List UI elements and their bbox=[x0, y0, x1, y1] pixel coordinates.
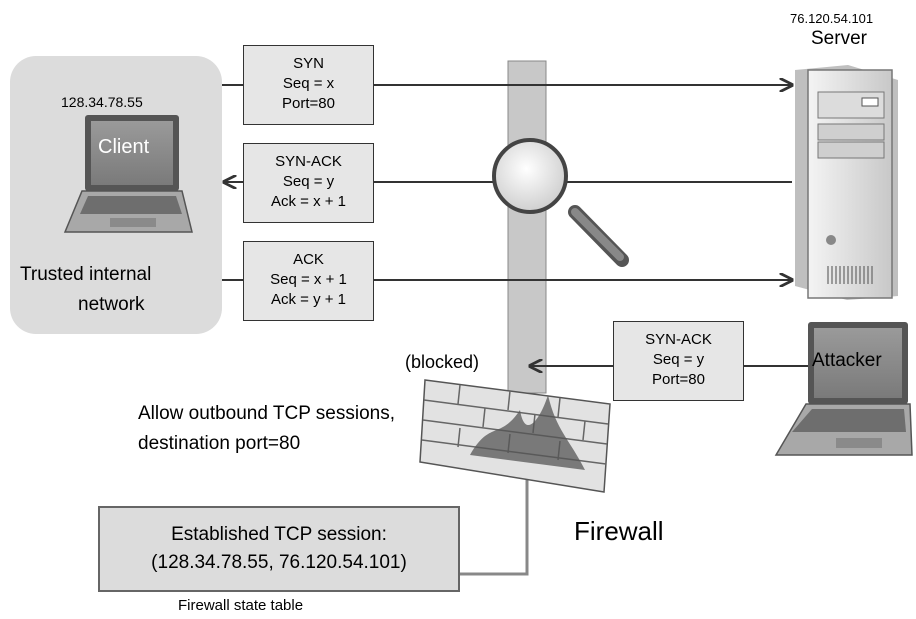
attack-line-1: SYN-ACK bbox=[645, 331, 712, 348]
state-table-line-2: (128.34.78.55, 76.120.54.101) bbox=[151, 552, 407, 573]
state-table-line-1: Established TCP session: bbox=[171, 524, 387, 545]
syn-line-2: Seq = x bbox=[282, 75, 335, 92]
synack-line-3: Ack = x + 1 bbox=[270, 193, 347, 210]
syn-packet-box: SYN Seq = x Port=80 bbox=[243, 45, 374, 125]
blocked-label: (blocked) bbox=[405, 352, 480, 372]
server-label: Server bbox=[811, 28, 867, 49]
synack-packet-box: SYN-ACK Seq = y Ack = x + 1 bbox=[243, 143, 374, 223]
syn-line-3: Port=80 bbox=[282, 95, 335, 112]
ack-line-2: Seq = x + 1 bbox=[270, 271, 347, 288]
state-table-caption: Firewall state table bbox=[178, 597, 304, 614]
synack-line-2: Seq = y bbox=[282, 173, 335, 190]
server-ip: 76.120.54.101 bbox=[790, 11, 874, 26]
client-label: Client bbox=[98, 136, 150, 158]
rule-line-2: destination port=80 bbox=[138, 433, 301, 454]
firewall-pipe bbox=[507, 60, 547, 394]
ack-line-1: ACK bbox=[293, 251, 324, 268]
attack-packet-box: SYN-ACK Seq = y Port=80 bbox=[613, 321, 744, 401]
rule-line-1: Allow outbound TCP sessions, bbox=[138, 403, 396, 424]
server-tower-icon bbox=[795, 65, 898, 300]
client-laptop-icon bbox=[63, 115, 193, 233]
network-label-2: network bbox=[78, 294, 145, 315]
magnifier-icon bbox=[492, 138, 629, 267]
ack-line-3: Ack = y + 1 bbox=[270, 291, 347, 308]
client-ip: 128.34.78.55 bbox=[61, 94, 143, 110]
attacker-laptop-icon bbox=[774, 322, 913, 456]
network-label-1: Trusted internal bbox=[20, 264, 152, 285]
attacker-label: Attacker bbox=[812, 350, 882, 371]
ack-packet-box: ACK Seq = x + 1 Ack = y + 1 bbox=[243, 241, 374, 321]
state-table-connector bbox=[460, 540, 529, 576]
firewall-label: Firewall bbox=[574, 516, 664, 546]
state-table-box: Established TCP session: (128.34.78.55, … bbox=[98, 506, 460, 592]
attack-line-3: Port=80 bbox=[652, 371, 705, 388]
synack-line-1: SYN-ACK bbox=[275, 153, 342, 170]
syn-line-1: SYN bbox=[293, 55, 324, 72]
firewall-wall-icon bbox=[419, 379, 611, 493]
attack-line-2: Seq = y bbox=[652, 351, 705, 368]
